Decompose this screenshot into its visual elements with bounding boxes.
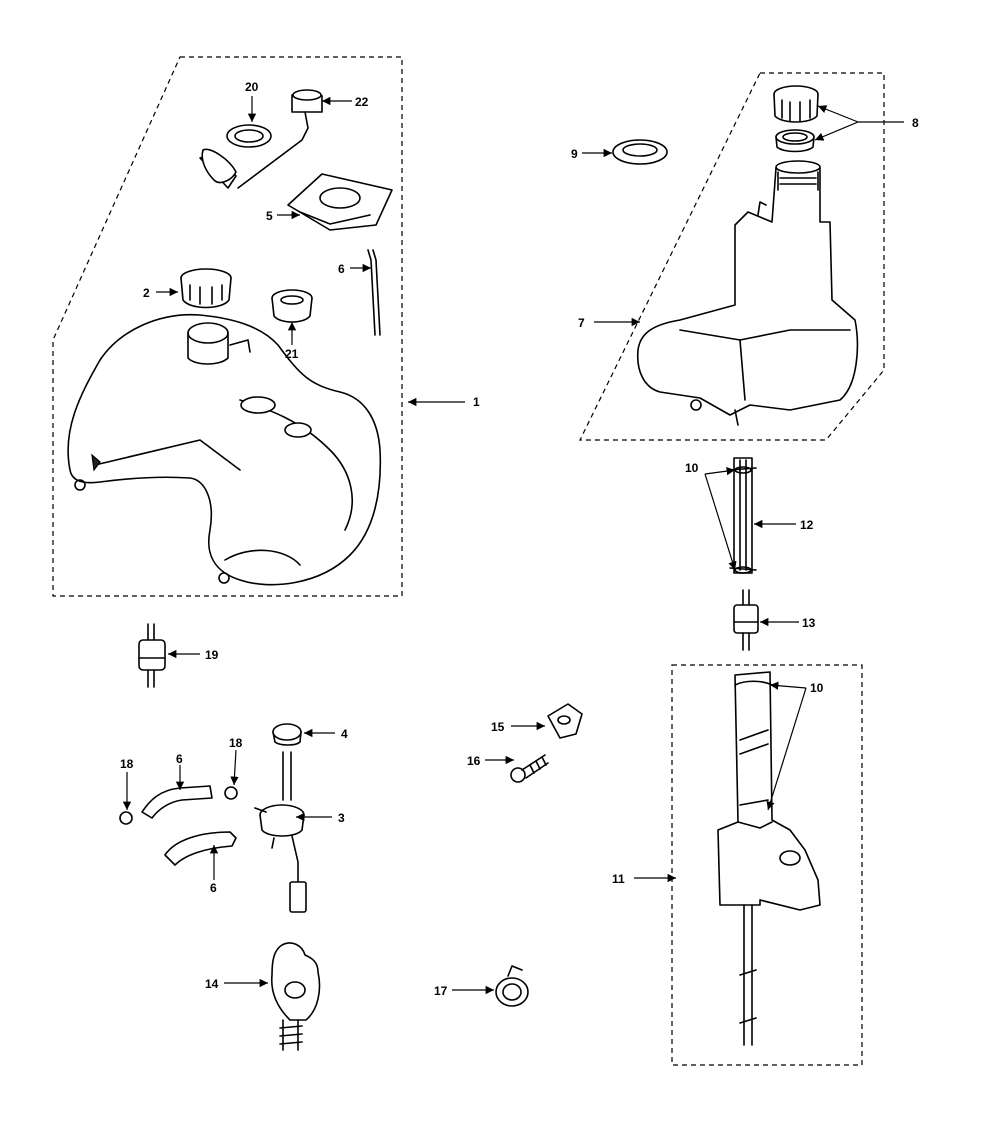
oil-pump [717,671,821,1046]
callout-label: 17 [434,984,448,998]
callout-label: 5 [266,209,273,223]
oil-inline-filter [733,589,759,651]
callout-label: 16 [467,754,481,768]
hose-holder-clip [270,942,321,1051]
breather-tube [367,249,381,336]
fuel-tank [67,313,382,586]
fuel-level-sender [199,89,323,189]
filler-ring [180,268,232,309]
hose-clamp [272,723,302,746]
callout-label: 18 [229,736,243,750]
fuel-hose [164,831,237,866]
callout-label: 7 [578,316,585,330]
fuel-hose [141,785,213,819]
callout-label: 9 [571,147,578,161]
callout-labels: 1 2 3 4 5 6 6 6 7 8 9 10 10 11 12 13 14 … [120,80,919,998]
callout-label: 10 [810,681,824,695]
callout-label: 19 [205,648,219,662]
oil-cap-seal [775,129,815,153]
fuel-filter [138,623,166,688]
grommet [612,139,668,165]
callout-label: 14 [205,977,219,991]
group-outline-oil-pump [671,664,863,1066]
callout-label: 4 [341,727,348,741]
callout-label: 20 [245,80,259,94]
callout-label: 18 [120,757,134,771]
leader-lines [122,96,904,995]
oil-filler-cap [773,85,819,123]
screw [510,754,549,783]
callout-label: 6 [338,262,345,276]
ring-nut [271,289,313,323]
callout-label: 21 [285,347,299,361]
band-clamp [495,965,529,1007]
callout-label: 8 [912,116,919,130]
callout-label: 1 [473,395,480,409]
group-outline-tank [52,56,403,597]
callout-label: 2 [143,286,150,300]
callout-label: 3 [338,811,345,825]
group-outline-oil-tank [579,72,885,441]
callout-label: 6 [176,752,183,766]
hose-clip [119,786,238,825]
callout-label: 13 [802,616,816,630]
callout-label: 15 [491,720,505,734]
callout-label: 6 [210,881,217,895]
fuel-tap [254,751,307,913]
oil-pipe [729,457,757,574]
callout-label: 22 [355,95,369,109]
oil-tank [636,160,859,426]
mounting-plate [287,173,393,231]
cable-holder [547,703,583,739]
gasket-ring [226,124,272,148]
callout-label: 10 [685,461,699,475]
callout-label: 11 [612,872,625,886]
callout-label: 12 [800,518,814,532]
